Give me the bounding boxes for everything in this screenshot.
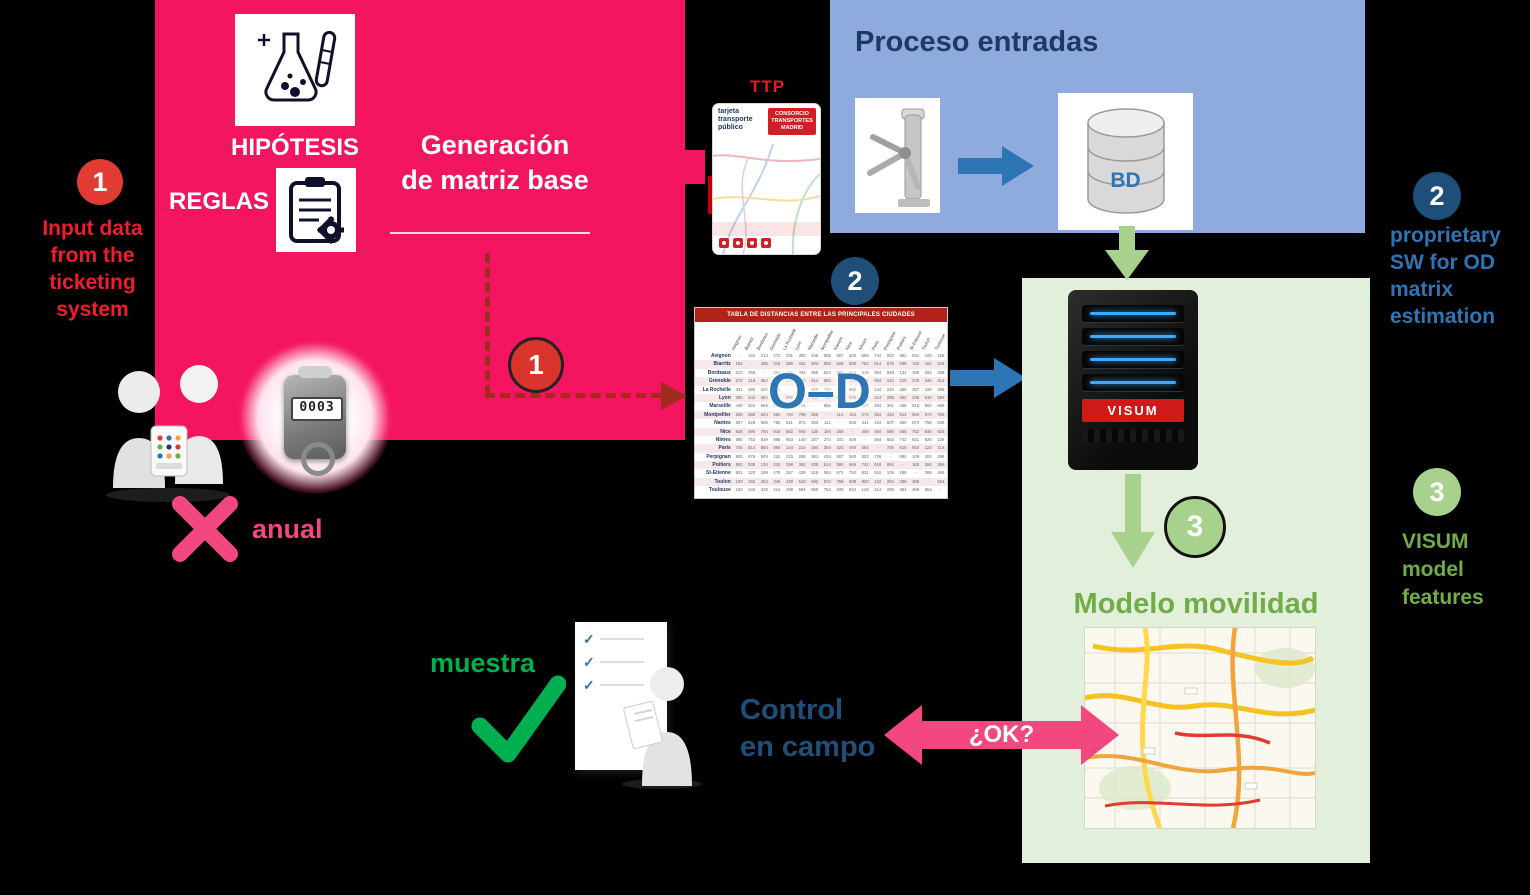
card-title: tarjeta transporte público xyxy=(718,108,753,131)
arrow-server-to-model xyxy=(1110,474,1156,573)
card-brand: CONSORCIO TRANSPORTES MADRID xyxy=(768,108,816,135)
metro-icon xyxy=(733,238,743,248)
checklist-item: ✓ xyxy=(583,632,659,646)
process-panel: Proceso entradas xyxy=(830,0,1365,233)
ttp-card-image: tarjeta transporte público CONSORCIO TRA… xyxy=(713,104,820,254)
model-title: Modelo movilidad xyxy=(1073,588,1319,620)
server-slot xyxy=(1082,328,1184,346)
mobility-map-image xyxy=(1084,627,1316,829)
od-overlay-label: O–D xyxy=(768,363,871,419)
distance-table-image: TABLA DE DISTANCIAS ENTRE LAS PRINCIPALE… xyxy=(695,308,947,498)
database-photo: BD xyxy=(1058,93,1193,230)
generation-panel: HIPÓTESIS REGLAS Generación de matriz ba… xyxy=(155,0,687,440)
counter-button xyxy=(298,366,332,378)
road-map-icon xyxy=(1084,627,1316,829)
rules-label: REGLAS xyxy=(169,188,270,215)
inspector-figure xyxy=(612,658,707,790)
anual-label: anual xyxy=(252,514,323,544)
flask-icon xyxy=(258,30,337,102)
bus-icon xyxy=(719,238,729,248)
arrow-db-to-server xyxy=(1104,226,1150,285)
step2-badge: 2 xyxy=(1413,172,1461,220)
turnstile-photo xyxy=(855,98,940,213)
check-icon: ✓ xyxy=(583,654,595,670)
checklist-item: ✓ xyxy=(583,655,659,669)
distance-table-title: TABLA DE DISTANCIAS ENTRE LAS PRINCIPALE… xyxy=(695,308,947,322)
tram-icon xyxy=(761,238,771,248)
card-transport-icons xyxy=(719,238,771,248)
model-panel: VISUM 3 Modelo movilidad xyxy=(1022,278,1370,863)
ttp-tag: TTP xyxy=(750,77,786,96)
server-led xyxy=(1090,358,1176,361)
tally-counter: 0003 xyxy=(284,366,346,476)
counter-ring xyxy=(301,442,335,476)
turnstile-icon xyxy=(866,108,930,207)
step3-label: VISUM model features xyxy=(1402,530,1484,609)
checklist-item: ✓ xyxy=(583,678,659,692)
muestra-label: muestra xyxy=(430,648,536,678)
arrow-turnstile-to-db xyxy=(958,143,1034,194)
server-slot xyxy=(1082,351,1184,369)
server-led xyxy=(1090,312,1176,315)
server-slot xyxy=(1082,305,1184,323)
dashed-connector-vertical xyxy=(485,253,490,395)
od-step-badge: 2 xyxy=(831,257,879,305)
card-map-lines xyxy=(713,104,820,254)
clipboard-gear-icon xyxy=(289,177,344,245)
visum-server-photo: VISUM xyxy=(1068,290,1198,470)
surveyors-photo xyxy=(93,348,243,503)
double-arrow-icon xyxy=(884,705,1119,765)
ok-double-arrow: ¿OK? xyxy=(884,699,1119,771)
database-cylinder-icon xyxy=(1087,108,1165,214)
server-led xyxy=(1090,335,1176,338)
approval-check-icon xyxy=(470,672,567,768)
hypothesis-label: HIPÓTESIS xyxy=(230,134,360,161)
generation-title: Generación de matriz base xyxy=(401,130,589,195)
dashed-connector-horizontal xyxy=(485,393,661,398)
title-underline xyxy=(390,232,590,234)
tally-counter-photo: 0003 xyxy=(238,340,392,494)
arrow-od-to-model xyxy=(950,355,1026,406)
counter-display: 0003 xyxy=(291,397,343,421)
db-label: BD xyxy=(1110,169,1141,192)
dashed-arrowhead xyxy=(661,382,687,410)
step1-badge: 1 xyxy=(77,159,123,205)
step1-inner-badge: 1 xyxy=(508,337,564,393)
rules-clipboard-icon xyxy=(276,168,356,252)
hypothesis-flask-icon xyxy=(235,14,355,126)
people-figures-icon xyxy=(106,365,230,502)
reading-person-icon xyxy=(622,667,702,789)
step2-label: proprietary SW for OD matrix estimation xyxy=(1390,224,1501,328)
step3-badge: 3 xyxy=(1413,468,1461,516)
visum-label: VISUM xyxy=(1082,399,1184,422)
server-vents xyxy=(1082,429,1184,442)
control-label: Control en campo xyxy=(740,694,876,763)
train-icon xyxy=(747,238,757,248)
step3-inner-badge: 3 xyxy=(1164,496,1226,558)
connector-shape xyxy=(685,150,705,184)
server-led xyxy=(1090,381,1176,384)
server-slot xyxy=(1082,374,1184,392)
connector-tick xyxy=(708,176,712,214)
step1-label: Input data from the ticketing system xyxy=(42,217,143,321)
rejection-cross-icon xyxy=(166,490,244,568)
process-title: Proceso entradas xyxy=(855,26,1099,58)
ok-label: ¿OK? xyxy=(968,721,1035,748)
check-icon: ✓ xyxy=(583,631,595,647)
check-icon: ✓ xyxy=(583,677,595,693)
